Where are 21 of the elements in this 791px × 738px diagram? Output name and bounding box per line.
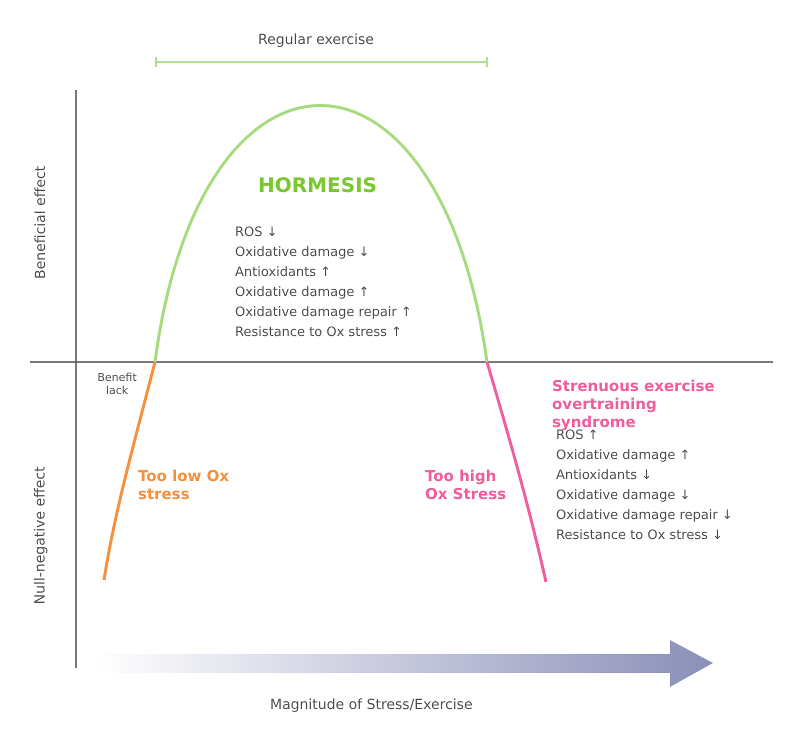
region-label: Too high Ox Stress (425, 467, 508, 503)
region-label: Benefit lack (96, 371, 138, 398)
axis-label: Beneficial effect (32, 165, 50, 278)
effect-item: Antioxidants ↑ (235, 265, 332, 281)
region-label: Too low Ox stress (138, 467, 230, 503)
axis-label: Magnitude of Stress/Exercise (270, 697, 473, 714)
effect-item: ROS ↓ (235, 225, 278, 241)
effect-item: Oxidative damage repair ↓ (556, 508, 733, 524)
effect-item: Resistance to Ox stress ↑ (235, 325, 402, 341)
effect-item: Oxidative damage ↓ (556, 488, 690, 504)
region-label: Strenuous exercise overtraining syndrome (552, 377, 716, 431)
bracket-label: Regular exercise (258, 32, 374, 49)
effect-item: Oxidative damage ↑ (556, 448, 690, 464)
effect-item: ROS ↑ (556, 428, 599, 444)
hormesis-title: HORMESIS (258, 173, 377, 197)
effect-item: Oxidative damage ↓ (235, 245, 370, 261)
effect-item: Oxidative damage ↑ (235, 285, 370, 301)
axis-label: Null-negative effect (32, 466, 50, 604)
effect-item: Resistance to Ox stress ↓ (556, 528, 723, 544)
effect-item: Antioxidants ↓ (556, 468, 652, 484)
effect-item: Oxidative damage repair ↑ (235, 305, 412, 321)
